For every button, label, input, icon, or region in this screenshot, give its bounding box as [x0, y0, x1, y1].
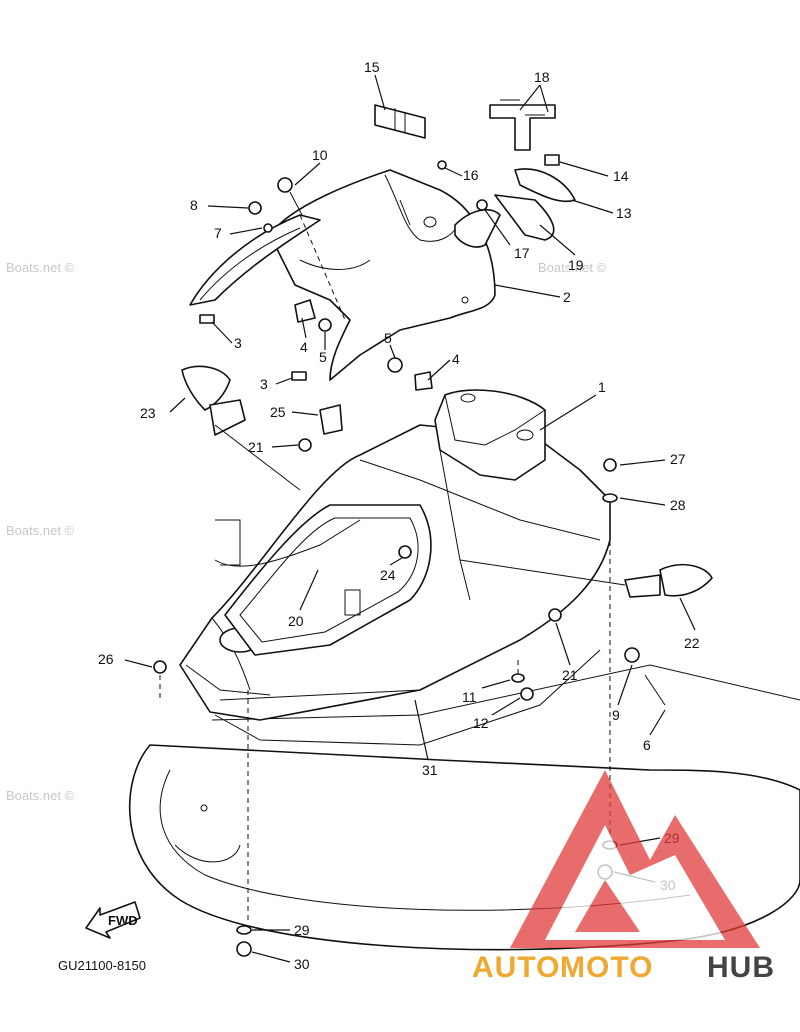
leader-lines: [124, 74, 696, 963]
logo-text-moto: MOTO: [560, 951, 653, 984]
callout-label: 8: [190, 197, 198, 213]
callout-label: 5: [319, 349, 327, 365]
callout-label: 4: [452, 351, 460, 367]
watermark-text: Boats.net ©: [6, 788, 75, 803]
callout-label: 18: [534, 69, 550, 85]
callout-label: 6: [643, 737, 651, 753]
callout-label: 12: [473, 715, 489, 731]
callout-label: 1: [598, 379, 606, 395]
fwd-arrow: FWD: [85, 901, 141, 939]
callout-labels: 15 18 10 16 14 8 7 13 17 19 2 3 4 5 5 4 …: [98, 59, 700, 972]
mirror-left: [181, 365, 301, 491]
fwd-label: FWD: [108, 913, 138, 928]
callout-label: 25: [270, 404, 286, 420]
callout-label: 31: [422, 762, 438, 778]
callout-label: 27: [670, 451, 686, 467]
callout-label: 26: [98, 651, 114, 667]
callout-label: 19: [568, 257, 584, 273]
callout-label: 28: [670, 497, 686, 513]
callout-label: 30: [294, 956, 310, 972]
callout-label: 10: [312, 147, 328, 163]
callout-label: 3: [234, 335, 242, 351]
console-tower: [359, 389, 601, 601]
callout-label: 4: [300, 339, 308, 355]
callout-label: 9: [612, 707, 620, 723]
callout-label: 21: [248, 439, 264, 455]
callout-label: 14: [613, 168, 629, 184]
callout-label: 20: [288, 613, 304, 629]
watermark-text: Boats.net ©: [538, 260, 607, 275]
watermark-text: Boats.net ©: [6, 523, 75, 538]
callout-label: 17: [514, 245, 530, 261]
watermark-text: Boats.net ©: [6, 260, 75, 275]
right-grip-cover: [454, 194, 555, 248]
callout-label: 2: [563, 289, 571, 305]
logo-text-hub: HUB: [707, 951, 775, 984]
callout-label: 16: [463, 167, 479, 183]
mirror-right: [459, 559, 713, 598]
callout-label: 7: [214, 225, 222, 241]
logo-text-auto: AUTO: [472, 951, 560, 984]
callout-label: 13: [616, 205, 632, 221]
handlebar-cover: [269, 169, 496, 381]
left-grip-cover: [189, 214, 321, 306]
automotohub-logo: AUTO MOTO HUB: [472, 770, 775, 984]
bracket-18: [489, 99, 556, 151]
callout-label: 23: [140, 405, 156, 421]
callout-label: 22: [684, 635, 700, 651]
callout-label: 21: [562, 667, 578, 683]
seat-opening: [214, 504, 432, 656]
callout-label: 15: [364, 59, 380, 75]
callout-label: 5: [384, 330, 392, 346]
callout-label: 11: [462, 689, 477, 705]
bracket-13: [514, 154, 576, 203]
callout-label: 24: [380, 567, 396, 583]
bracket-15: [374, 104, 426, 139]
callout-label: 29: [294, 922, 310, 938]
diagram-code: GU21100-8150: [58, 958, 146, 973]
callout-label: 3: [260, 376, 268, 392]
logo-mountain-icon: [510, 770, 760, 948]
